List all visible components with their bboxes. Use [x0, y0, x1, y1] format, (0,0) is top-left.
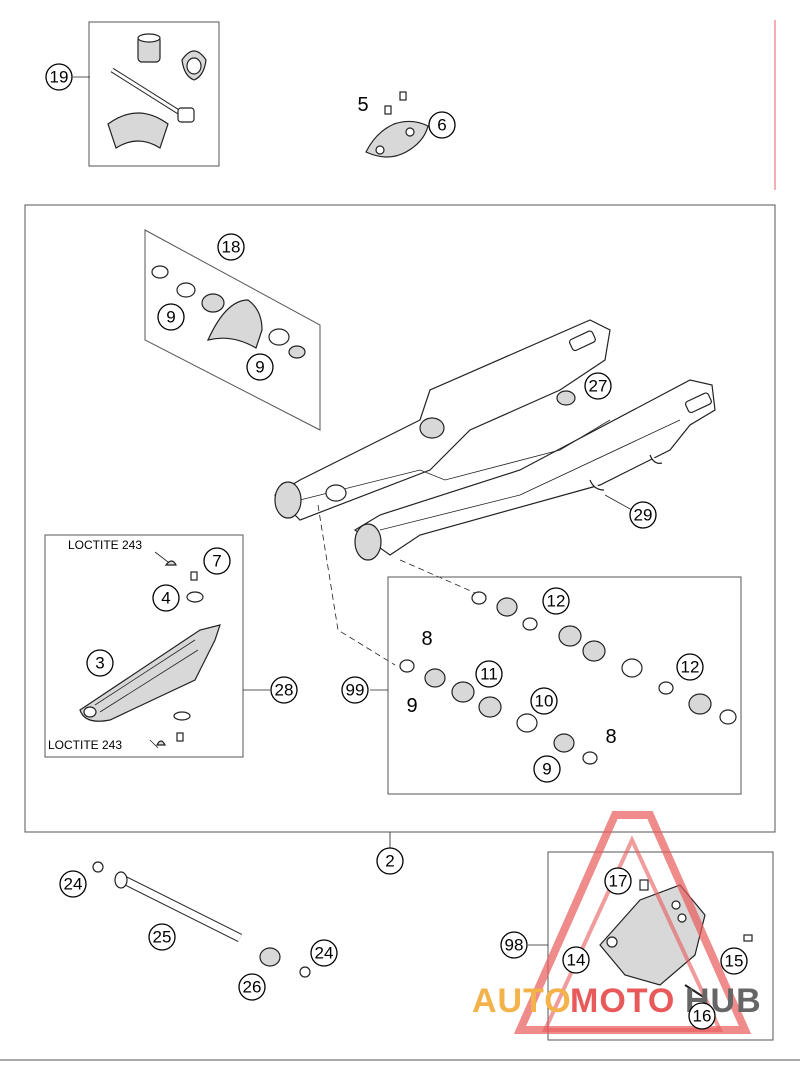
box-kit-19 — [88, 21, 220, 167]
svg-text:19: 19 — [50, 68, 69, 87]
callout-3: 3 — [86, 649, 114, 677]
callout-19: 19 — [45, 63, 73, 91]
svg-text:98: 98 — [505, 936, 524, 955]
part-chain-guide-clip — [365, 91, 429, 158]
svg-text:15: 15 — [725, 952, 744, 971]
callout-28: 28 — [270, 676, 298, 704]
svg-text:7: 7 — [212, 552, 221, 571]
callout-9c: 9 — [0, 0, 9, 4]
label-8-right: 8 — [605, 726, 616, 748]
svg-text:25: 25 — [153, 928, 172, 947]
svg-text:14: 14 — [567, 951, 586, 970]
box-swingarm-2 — [24, 204, 776, 833]
box-chain-slider-28 — [44, 534, 244, 758]
callout-7: 7 — [203, 547, 231, 575]
part-chain-slider — [79, 560, 221, 746]
loctite-note-bottom: LOCTITE 243 — [48, 738, 122, 752]
svg-text:16: 16 — [693, 1007, 712, 1026]
callout-98: 98 — [500, 931, 528, 959]
swingarm — [274, 319, 716, 561]
svg-text:99: 99 — [346, 681, 365, 700]
callout-24a: 24 — [59, 870, 87, 898]
callout-14: 14 — [562, 946, 590, 974]
svg-text:10: 10 — [535, 692, 554, 711]
callout-25: 25 — [148, 923, 176, 951]
callout-17: 17 — [604, 867, 632, 895]
svg-text:29: 29 — [634, 506, 653, 525]
callout-15: 15 — [720, 947, 748, 975]
callout-11: 11 — [475, 660, 503, 688]
callout-8a: 8 — [0, 0, 9, 4]
label-5: 5 — [357, 94, 368, 116]
svg-text:3: 3 — [95, 654, 104, 673]
svg-text:9: 9 — [255, 358, 264, 377]
svg-text:6: 6 — [437, 116, 446, 135]
callout-18: 18 — [217, 233, 245, 261]
callout-12a: 12 — [542, 587, 570, 615]
svg-text:9: 9 — [542, 760, 551, 779]
label-8-left: 8 — [421, 628, 432, 650]
callout-9b: 9 — [246, 353, 274, 381]
label-9: 9 — [406, 695, 417, 717]
part-kit-18 — [151, 265, 306, 359]
svg-text:17: 17 — [609, 872, 628, 891]
callout-5: 5 — [0, 0, 9, 4]
svg-text:18: 18 — [222, 238, 241, 257]
part-axle — [92, 861, 311, 978]
svg-text:24: 24 — [64, 875, 83, 894]
callout-26: 26 — [238, 973, 266, 1001]
svg-text:2: 2 — [385, 852, 394, 871]
callout-2: 2 — [376, 847, 404, 875]
svg-text:4: 4 — [161, 589, 170, 608]
watermark-auto: AUTO — [472, 982, 572, 1020]
svg-text:28: 28 — [275, 681, 294, 700]
callout-8b: 8 — [0, 0, 9, 4]
callout-12b: 12 — [676, 653, 704, 681]
svg-text:26: 26 — [243, 978, 262, 997]
svg-text:12: 12 — [681, 658, 700, 677]
callout-9d: 9 — [533, 755, 561, 783]
callout-24b: 24 — [310, 939, 338, 967]
loctite-note-top: LOCTITE 243 — [68, 538, 142, 552]
svg-text:12: 12 — [547, 592, 566, 611]
svg-text:27: 27 — [589, 377, 608, 396]
callout-4: 4 — [152, 584, 180, 612]
watermark-moto: MOTO — [570, 982, 675, 1020]
callout-6: 6 — [428, 111, 456, 139]
part-kit-19 — [107, 33, 207, 149]
part-27-bushing — [556, 390, 576, 406]
callout-99: 99 — [341, 676, 369, 704]
svg-text:11: 11 — [480, 665, 498, 684]
box-kit-18 — [144, 229, 321, 431]
box-brake-guard-98 — [547, 851, 774, 1041]
svg-text:24: 24 — [315, 944, 334, 963]
watermark: AUTO MOTO HUB — [472, 811, 761, 1034]
callout-9a: 9 — [157, 303, 185, 331]
part-brake-guard — [599, 879, 753, 999]
svg-text:9: 9 — [166, 308, 175, 327]
callout-27: 27 — [584, 372, 612, 400]
box-bearing-kit-99 — [387, 576, 742, 795]
part-bearing-kit — [399, 591, 737, 765]
callout-29: 29 — [629, 501, 657, 529]
callout-10: 10 — [530, 687, 558, 715]
callout-16: 16 — [688, 1002, 716, 1030]
